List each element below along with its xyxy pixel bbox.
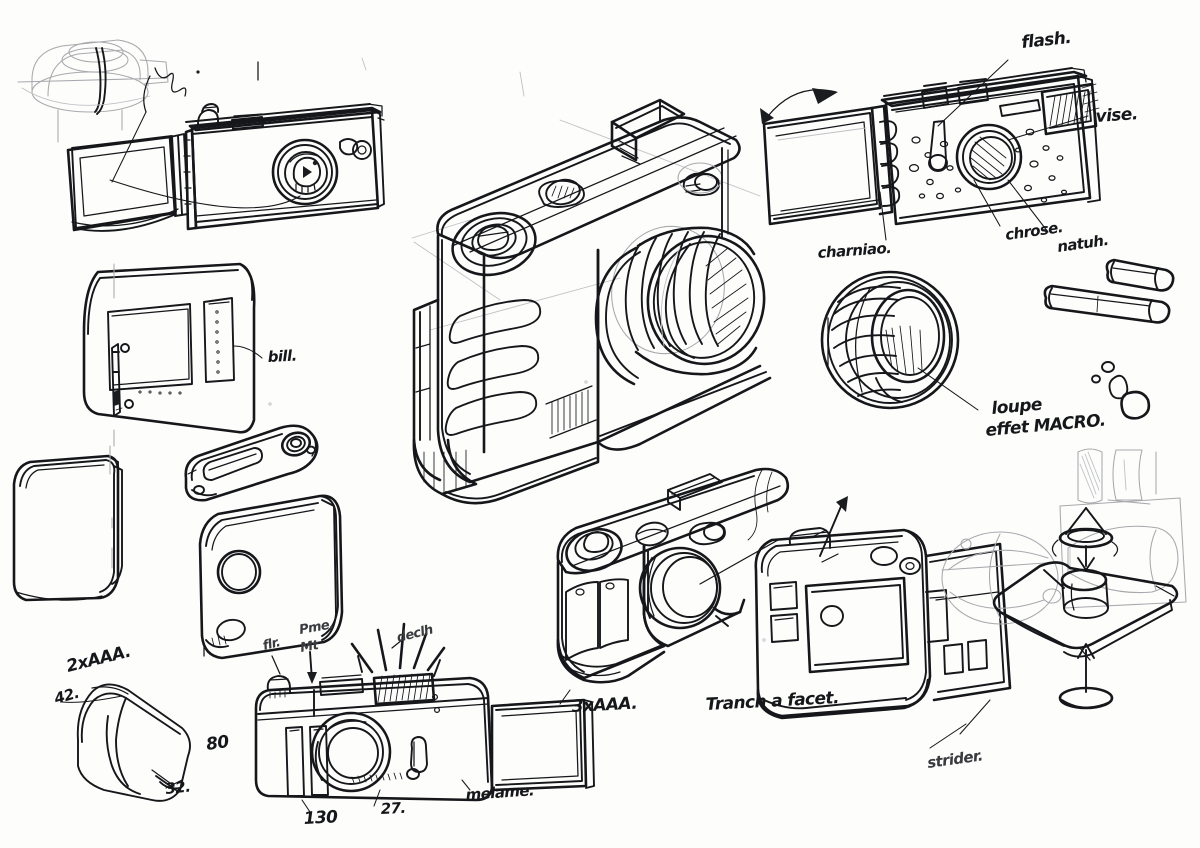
sketch-grip-block [61, 683, 191, 802]
sketch-camera-flat-front [254, 622, 595, 813]
sketch-rear-shell [198, 494, 344, 660]
annotation-dim-130: 130 [303, 807, 338, 829]
annotation-charniere: charniao. [817, 239, 892, 262]
sketch-camera-flash-variant [760, 59, 1101, 241]
annotation-nature: natuh. [1056, 231, 1109, 256]
annotation-dim-80: 80 [205, 732, 231, 755]
annotation-tranche: Tranch a facet. [705, 688, 839, 715]
annotation-dim-32: 32. [165, 777, 192, 797]
stray-marks [268, 57, 766, 642]
annotation-bouton-a: flr. [261, 635, 281, 654]
leader-knob [143, 61, 259, 113]
annotation-dim-42: 42. [51, 684, 81, 708]
sketch-camera-grip-3q [556, 467, 848, 705]
annotation-loupe: loupe [991, 395, 1043, 419]
annotation-bill: bill. [267, 347, 297, 366]
sketch-slide-switch-part [184, 424, 319, 502]
sketch-exploded-mount [941, 507, 1179, 710]
annotation-slider: strider. [926, 746, 984, 772]
annotation-melamine: melame. [465, 781, 534, 804]
sketch-lens-studies [1059, 448, 1187, 609]
sketch-hero-camera [411, 98, 772, 505]
annotation-chrome: chrose. [1004, 218, 1064, 244]
sketch-macro-lens-ring [820, 270, 979, 411]
sketch-knob-detail [17, 39, 169, 143]
sketch-camera-front-open [66, 103, 385, 232]
sketch-shell-front [82, 262, 263, 447]
sketch-flat-panel [12, 445, 123, 602]
sketch-battery-capsules [1043, 258, 1175, 420]
sketch-camera-rear-panel [754, 527, 1012, 749]
annotation-bouton-d: declh [395, 622, 434, 645]
annotation-dim-27: 27. [380, 799, 406, 818]
annotation-bouton-c: Mt [299, 638, 321, 656]
annotation-flash: flash. [1020, 28, 1072, 53]
annotation-three-aaa: 3xAAA. [571, 694, 637, 717]
annotation-vise: vise. [1095, 104, 1138, 127]
annotation-two-aaa: 2xAAA. [64, 642, 132, 677]
annotation-bouton-b: Pme. [298, 617, 335, 638]
